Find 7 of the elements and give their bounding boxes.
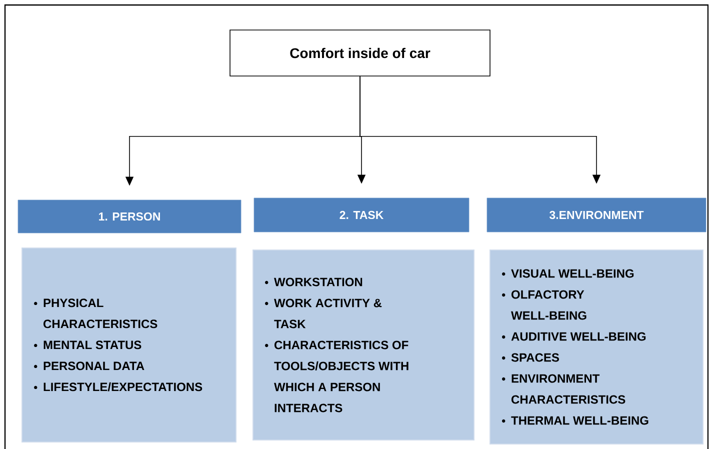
title-box: Comfort inside of car	[230, 30, 490, 76]
category-header: 3.ENVIRONMENT	[486, 198, 706, 232]
list-box: VISUAL WELL-BEING OLFACTORY WELL-BEING AUDITIVE WELL-BEING SPACES ENVIRONMENT CHARACTERISTICS THERMAL WELL-BEING	[490, 250, 704, 444]
list-box: PHYSICAL CHARACTERISTICS MENTAL STATUS PERSONAL DATA LIFESTYLE/EXPECTATIONS	[22, 247, 236, 442]
category-header: 2. TASK	[254, 198, 470, 232]
category-header: 1. PERSON	[18, 200, 242, 234]
list-box: WORKSTATION WORK ACTIVITY & TASK CHARACTERISTICS OF TOOLS/OBJECTS WITH WHICH A PERSON INTERACTS	[252, 250, 474, 440]
